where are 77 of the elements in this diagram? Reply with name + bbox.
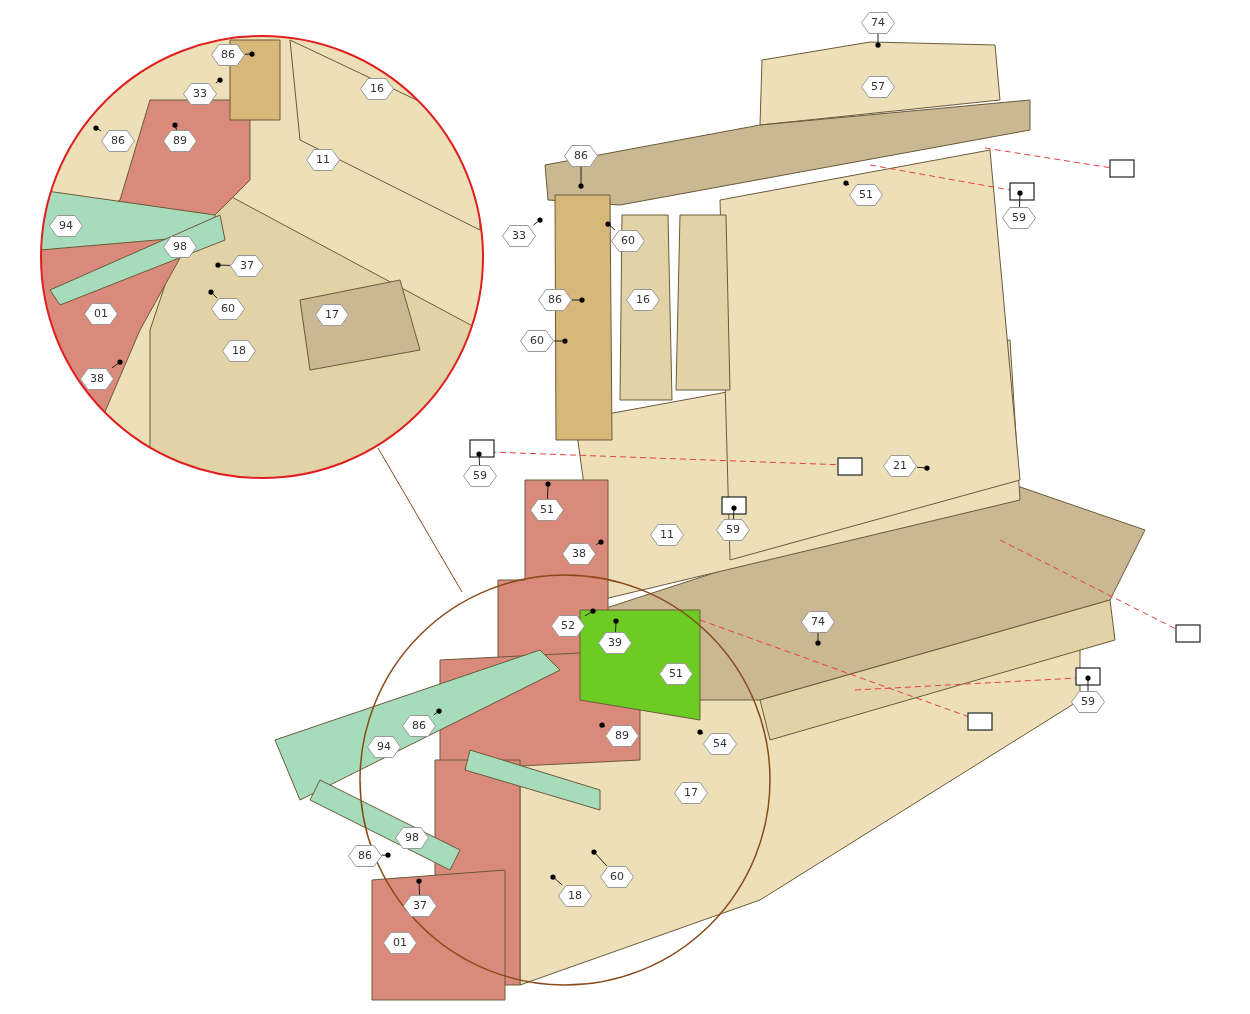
leader-line <box>875 33 881 48</box>
callout-number: 89 <box>605 725 639 747</box>
callout-number: 59 <box>1002 207 1036 229</box>
leader-line <box>381 852 391 858</box>
leader-line <box>111 359 123 369</box>
callout-number: 17 <box>315 304 349 326</box>
callout-number: 51 <box>659 663 693 685</box>
leader-line <box>433 708 442 716</box>
callout-number: 38 <box>80 368 114 390</box>
callout-number: 11 <box>650 524 684 546</box>
leader-line <box>550 874 563 886</box>
callout-number: 37 <box>403 895 437 917</box>
leader-line <box>172 122 178 131</box>
leader-line <box>571 297 585 303</box>
leader-line <box>605 221 616 231</box>
callout-number: 86 <box>564 145 598 167</box>
callout-number: 01 <box>84 303 118 325</box>
leader-line <box>553 338 568 344</box>
leader-line <box>93 125 102 132</box>
callout-number: 86 <box>348 845 382 867</box>
callout-number: 86 <box>402 715 436 737</box>
leader-line <box>545 481 551 500</box>
leader-line <box>476 451 482 466</box>
callout-number: 60 <box>600 866 634 888</box>
callout-number: 74 <box>801 611 835 633</box>
callout-number: 98 <box>395 827 429 849</box>
callout-number: 37 <box>230 255 264 277</box>
callout-number: 11 <box>306 149 340 171</box>
callout-number: 01 <box>383 932 417 954</box>
callout-number: 33 <box>502 225 536 247</box>
callout-number: 98 <box>163 236 197 258</box>
callout-number: 39 <box>598 632 632 654</box>
leader-line <box>613 618 619 633</box>
callout-number: 94 <box>367 736 401 758</box>
callout-number: 16 <box>360 78 394 100</box>
leader-line <box>215 262 231 268</box>
callout-number: 60 <box>611 230 645 252</box>
callout-number: 51 <box>530 499 564 521</box>
leader-line <box>208 289 218 299</box>
leader-line <box>731 505 737 520</box>
callout-number: 60 <box>211 298 245 320</box>
callout-number: 94 <box>49 215 83 237</box>
callout-number: 16 <box>626 289 660 311</box>
leader-line <box>215 77 223 84</box>
callout-number: 18 <box>558 885 592 907</box>
callout-number: 59 <box>1071 691 1105 713</box>
leader-line <box>591 849 608 867</box>
callout-number: 59 <box>463 465 497 487</box>
leader-line <box>1017 190 1023 208</box>
leader-line <box>416 878 422 896</box>
leader-line <box>578 166 584 189</box>
callout-number: 59 <box>716 519 750 541</box>
callout-number: 52 <box>551 615 585 637</box>
callout-number: 74 <box>861 12 895 34</box>
callout-number: 17 <box>674 782 708 804</box>
callout-number: 38 <box>562 543 596 565</box>
callout-number: 86 <box>211 44 245 66</box>
callout-number: 89 <box>163 130 197 152</box>
leader-line <box>599 722 606 728</box>
leader-line <box>244 51 255 57</box>
leader-line <box>532 217 543 226</box>
leader-line <box>916 465 930 471</box>
leader-line <box>1085 675 1091 692</box>
callout-number: 18 <box>222 340 256 362</box>
callout-number: 33 <box>183 83 217 105</box>
callout-number: 21 <box>883 455 917 477</box>
callout-number: 86 <box>101 130 135 152</box>
leader-line <box>584 608 596 617</box>
leader-line <box>815 632 821 646</box>
callout-number: 51 <box>849 184 883 206</box>
leader-line <box>697 729 704 735</box>
leader-line <box>843 180 850 186</box>
callout-number: 60 <box>520 330 554 352</box>
callout-number: 86 <box>538 289 572 311</box>
callout-number: 57 <box>861 76 895 98</box>
callout-number: 54 <box>703 733 737 755</box>
leader-line <box>595 539 604 546</box>
